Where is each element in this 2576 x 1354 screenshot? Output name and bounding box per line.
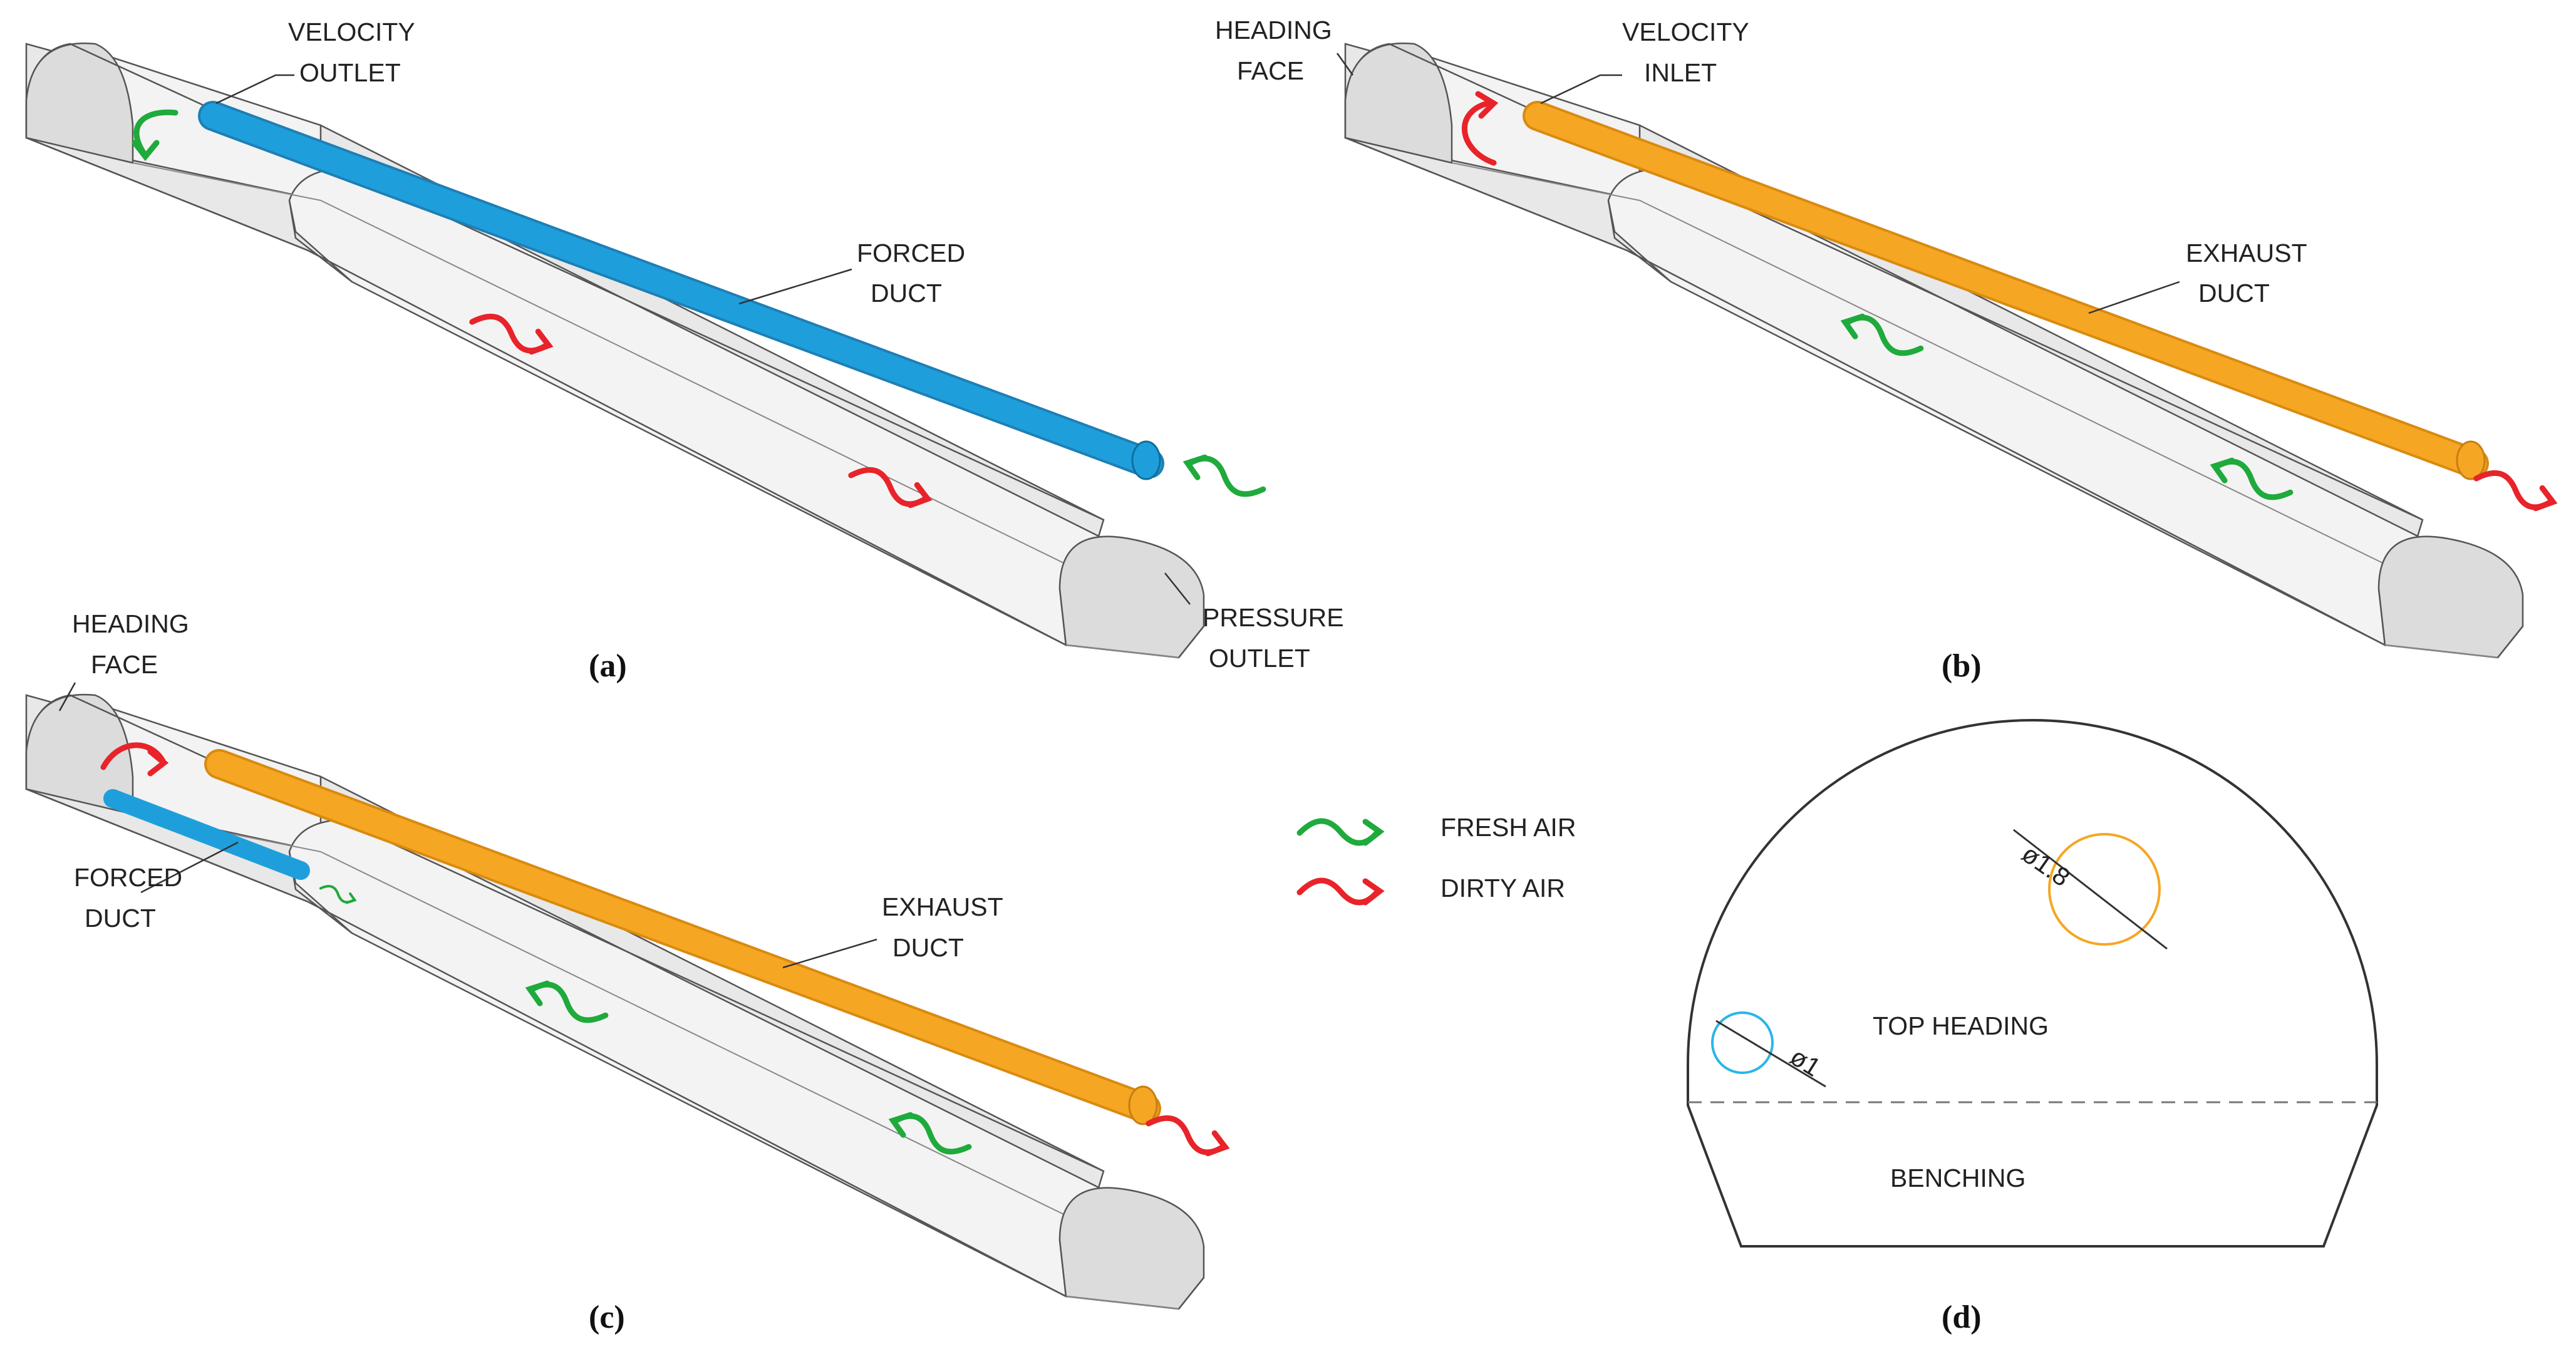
fresh-air-arrow <box>319 883 356 905</box>
legend-dirty-air-label: DIRTY AIR <box>1441 874 1565 902</box>
label-heading-face-line1: HEADING <box>72 609 189 638</box>
label-forced-duct-line2: DUCT <box>85 904 156 933</box>
label-velocity-inlet-line1: VELOCITY <box>1622 18 1749 46</box>
dirty-air-arrow <box>1146 1112 1230 1158</box>
fresh-air-arrow <box>889 1110 972 1158</box>
label-pressure-outlet-line2: OUTLET <box>1209 644 1310 673</box>
caption-d: (d) <box>1942 1300 1982 1335</box>
fresh-air-arrow <box>1184 452 1266 500</box>
label-heading-face-line2: FACE <box>91 650 158 679</box>
label-forced-duct-line2: DUCT <box>871 279 942 307</box>
label-exhaust-duct-line1: EXHAUST <box>2186 239 2307 267</box>
label-exhaust-duct-line2: DUCT <box>2198 279 2270 307</box>
forced-duct-pipe <box>103 789 310 880</box>
legend-fresh-air-swatch <box>1300 821 1385 846</box>
label-forced-duct-line1: FORCED <box>74 863 182 892</box>
label-top-heading: TOP HEADING <box>1873 1011 2049 1040</box>
label-velocity-outlet-line2: OUTLET <box>299 58 401 87</box>
dirty-air-arrow <box>469 311 554 356</box>
forced-duct-circle <box>1711 1011 1774 1074</box>
label-velocity-inlet-line2: INLET <box>1644 58 1717 87</box>
panel-b: HEADING FACE VELOCITY INLET EXHAUST DUCT… <box>1215 16 2558 684</box>
legend-dirty-air-swatch <box>1300 881 1385 906</box>
label-heading-face-line2: FACE <box>1237 56 1304 85</box>
dirty-air-arrow <box>1462 100 1497 166</box>
label-velocity-outlet-line1: VELOCITY <box>288 18 415 46</box>
legend: FRESH AIR DIRTY AIR <box>1300 813 1576 906</box>
caption-c: (c) <box>589 1300 625 1335</box>
diameter-line-large <box>2013 829 2168 950</box>
exhaust-duct-circle <box>2048 833 2161 946</box>
caption-a: (a) <box>589 648 627 684</box>
dirty-air-arrow <box>2473 467 2558 513</box>
tunnel-cross-section <box>1687 719 2378 1248</box>
panel-c: HEADING FACE FORCED DUCT EXHAUST DUCT (c… <box>25 609 1230 1335</box>
tunnel-c <box>25 693 1205 1310</box>
dirty-air-arrow <box>848 464 933 510</box>
panel-a: VELOCITY OUTLET FORCED DUCT PRESSURE OUT… <box>25 18 1344 684</box>
label-pressure-outlet-line1: PRESSURE <box>1203 603 1344 632</box>
diameter-line-small <box>1715 1020 1826 1088</box>
label-forced-duct-line1: FORCED <box>857 239 965 267</box>
tunnel-b <box>1344 42 2524 659</box>
panel-d: ø1.8 ø1 TOP HEADING BENCHING (d) <box>1687 719 2378 1335</box>
caption-b: (b) <box>1942 648 1982 684</box>
fresh-air-arrow <box>526 978 609 1026</box>
label-exhaust-duct-line2: DUCT <box>892 933 964 962</box>
tunnel-a <box>25 42 1205 659</box>
label-exhaust-duct-line1: EXHAUST <box>882 892 1003 921</box>
legend-fresh-air-label: FRESH AIR <box>1441 813 1576 842</box>
label-heading-face-line1: HEADING <box>1215 16 1332 44</box>
fresh-air-arrow <box>1841 311 1924 359</box>
fresh-air-arrow <box>2211 455 2294 504</box>
label-benching: BENCHING <box>1890 1164 2025 1192</box>
